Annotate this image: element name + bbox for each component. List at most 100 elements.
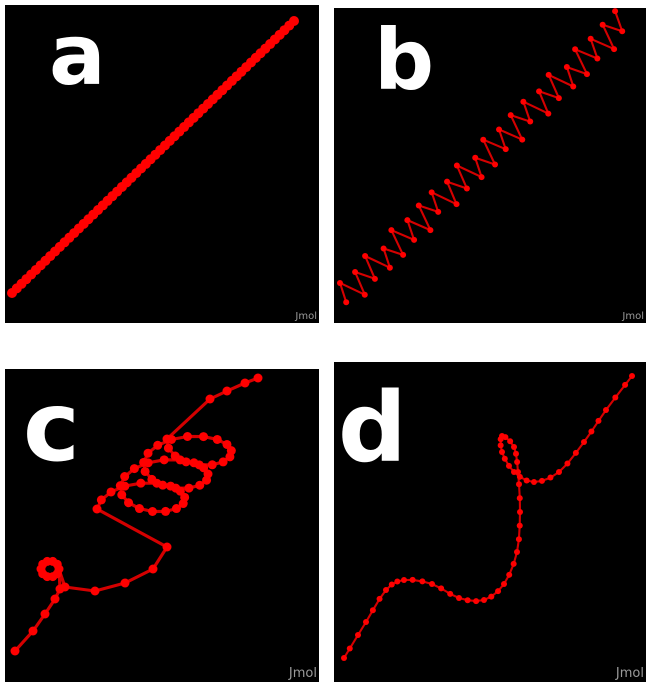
chain-b-bead — [435, 208, 442, 215]
chain-b-bead — [587, 35, 594, 42]
chain-c-bead — [117, 490, 127, 500]
chain-b-bead — [619, 28, 626, 35]
chain-b-bead — [594, 55, 601, 62]
chain-c-bead — [92, 504, 102, 514]
chain-c-bead — [147, 474, 157, 484]
chain-b-bead — [527, 118, 534, 125]
panel-b: b Jmol — [334, 8, 646, 323]
chain-d-bead — [497, 436, 504, 443]
chain-c-bead — [136, 478, 146, 488]
chain-d-bead — [603, 407, 609, 413]
chain-c-bead — [202, 475, 212, 485]
chain-d-bead — [556, 469, 562, 475]
chain-c-bead — [161, 506, 171, 516]
chain-b-bead — [572, 46, 579, 53]
chain-d-bead — [488, 593, 495, 600]
chain-b-bead — [472, 154, 479, 161]
chain-b-bead — [453, 162, 460, 169]
chain-b-bead — [478, 174, 485, 181]
chain-b-bead — [496, 126, 503, 133]
chain-c-bead — [199, 432, 209, 442]
molecule-render-d — [341, 373, 635, 661]
chain-b-bead — [545, 110, 552, 117]
chain-b-bead — [480, 136, 487, 143]
chain-c-bead — [134, 504, 144, 514]
chain-b-bead — [400, 251, 407, 258]
chain-b-bead — [361, 291, 368, 298]
chain-b-bead — [492, 161, 499, 168]
chain-b-bead — [555, 95, 562, 102]
chain-b-bead — [519, 136, 526, 143]
chain-c-bead — [171, 504, 181, 514]
chain-c-bead — [184, 483, 194, 493]
chain-a-bead — [289, 16, 299, 26]
chain-c-bead — [90, 586, 100, 596]
chain-d-bead — [514, 459, 521, 466]
chain-c-bead — [148, 564, 158, 574]
chain-b-bead — [444, 178, 451, 185]
chain-c-bead — [253, 373, 263, 383]
chain-d-bead — [394, 578, 401, 585]
chain-d-bead — [501, 455, 508, 462]
chain-d-bead — [346, 645, 353, 652]
chain-c-bead — [52, 559, 62, 569]
chain-b-bead — [545, 71, 552, 78]
chain-d-bead — [369, 607, 376, 614]
chain-d-bead — [495, 588, 502, 595]
chain-c-bead — [60, 582, 70, 592]
chain-b-bead — [520, 98, 527, 105]
chain-d-bead — [341, 655, 347, 661]
chain-d-bead — [363, 619, 369, 625]
chain-b-bead — [611, 46, 618, 53]
chain-d-bead — [481, 597, 487, 603]
chain-b-bead — [583, 71, 590, 78]
chain-c-bead — [162, 434, 172, 444]
chain-c-bead — [120, 472, 130, 482]
molecule-render-c — [10, 373, 263, 656]
chain-d-bead — [429, 581, 435, 587]
chain-b-bead — [463, 185, 470, 192]
chain-c-bead — [170, 451, 180, 461]
chain-b-bead — [362, 253, 369, 260]
jmol-watermark-a: Jmol — [295, 311, 317, 322]
chain-c-bead — [225, 452, 235, 462]
chain-d-bead — [516, 522, 523, 529]
chain-d-bead — [581, 439, 587, 445]
chain-d-bead — [409, 576, 416, 583]
chain-c-bead — [120, 578, 130, 588]
chain-b-backbone — [338, 10, 624, 303]
chain-d-bead — [516, 473, 523, 480]
jmol-watermark-c: Jmol — [288, 666, 317, 681]
chain-c-bead — [207, 460, 217, 470]
chain-d-bead — [531, 479, 537, 485]
chain-d-bead — [564, 460, 571, 467]
chain-d-bead — [473, 598, 480, 605]
chain-d-bead — [517, 509, 523, 515]
chain-d-bead — [629, 373, 635, 379]
chain-d-bead — [511, 444, 517, 450]
chain-d-bead — [511, 469, 517, 475]
chain-c-bead — [115, 481, 125, 491]
chain-b-bead — [612, 8, 619, 15]
panel-d: d Jmol — [334, 362, 646, 682]
chain-c-bead — [143, 448, 153, 458]
chain-c-bead — [96, 495, 106, 505]
jmol-watermark-d: Jmol — [615, 666, 644, 681]
chain-b-bead — [380, 245, 387, 252]
chain-d-bead — [505, 462, 512, 469]
chain-c-bead — [183, 432, 192, 441]
chain-d-bead — [538, 477, 545, 484]
chain-c-bead — [148, 507, 157, 516]
chain-d-bead — [355, 632, 361, 639]
chain-b-bead — [428, 189, 435, 196]
chain-c-bead — [195, 480, 205, 490]
chain-c-bead — [212, 434, 222, 444]
chain-b-bead — [343, 299, 350, 306]
panel-label-a: a — [49, 6, 106, 104]
chain-b-bead — [502, 146, 509, 153]
chain-d-bead — [510, 560, 517, 567]
chain-c-bead — [240, 378, 250, 388]
chain-d-bead — [501, 581, 507, 587]
chain-b-bead — [411, 236, 418, 243]
chain-d-bead — [447, 590, 454, 597]
